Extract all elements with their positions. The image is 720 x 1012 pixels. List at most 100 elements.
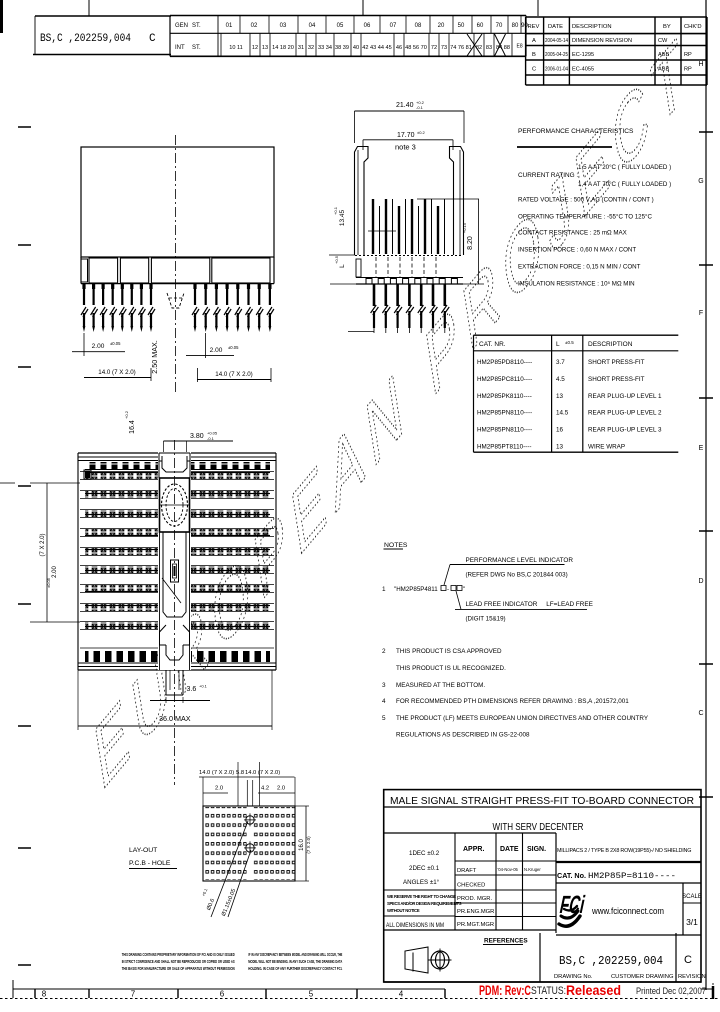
svg-text:+0.15: +0.15 [462,222,467,233]
svg-text:CONTACT RESISTANCE : 25 mΩ MAX: CONTACT RESISTANCE : 25 mΩ MAX [518,230,627,237]
svg-text:L: L [556,341,560,348]
svg-text:21.40: 21.40 [396,102,414,109]
svg-text:+0.1: +0.1 [199,684,208,689]
svg-text:3.7: 3.7 [556,359,565,366]
svg-text:H: H [698,61,703,68]
svg-text:13.45: 13.45 [339,209,346,226]
svg-text:4: 4 [382,698,386,705]
svg-text:N.Kruger: N.Kruger [524,867,541,872]
svg-text:DIMENSION REVISION: DIMENSION REVISION [572,38,632,44]
svg-text:HOLDING. IN CASE OF ANY FURTHE: HOLDING. IN CASE OF ANY FURTHER DISCREPA… [248,966,342,971]
svg-text:2.50 MAX.: 2.50 MAX. [150,340,159,374]
svg-text:04: 04 [309,23,316,29]
svg-text:THE PRODUCT (LF) MEETS EUROPEA: THE PRODUCT (LF) MEETS EUROPEAN UNION DI… [396,715,649,722]
svg-text:80: 80 [512,23,519,29]
svg-text:APPR.: APPR. [463,846,484,853]
svg-text:www.fciconnect.com: www.fciconnect.com [591,906,664,916]
svg-text:DRAWING No.: DRAWING No. [554,974,593,980]
svg-text:Ø0.6: Ø0.6 [206,898,216,911]
svg-text:DESCRIPTION: DESCRIPTION [572,24,612,30]
svg-text:4.5: 4.5 [556,376,565,383]
svg-text:2: 2 [382,648,386,655]
svg-text:"HM2P85P4811: "HM2P85P4811 [394,586,438,593]
svg-text:08: 08 [415,23,422,29]
svg-text:4: 4 [399,990,404,999]
svg-text:CHECKED: CHECKED [457,883,485,889]
svg-text:14.0 (7 X 2.0): 14.0 (7 X 2.0) [98,369,136,376]
svg-text:HM2P85PK8110----: HM2P85PK8110---- [477,393,532,400]
svg-text:82: 82 [476,45,482,51]
svg-text:32: 32 [308,45,314,51]
svg-text:WITHOUT NOTICE: WITHOUT NOTICE [387,908,420,913]
svg-text:6: 6 [220,990,225,999]
svg-text:3: 3 [382,682,386,689]
svg-text:17.70: 17.70 [397,132,415,139]
svg-text:SIGN.: SIGN. [527,846,546,853]
svg-text:THIS DRAWING CONTAINS PROPRIET: THIS DRAWING CONTAINS PROPRIETARY INFORM… [122,952,235,957]
svg-text:REAR PLUG-UP LEVEL 3: REAR PLUG-UP LEVEL 3 [588,427,662,434]
svg-text:THE BASIS FOR MANUFACTURE OR S: THE BASIS FOR MANUFACTURE OR SALE OF APP… [122,966,235,971]
svg-text:L: L [339,264,346,268]
svg-text:2004-05-14: 2004-05-14 [545,38,568,44]
svg-text:E: E [699,445,704,452]
svg-text:REAR PLUG-UP LEVEL 2: REAR PLUG-UP LEVEL 2 [588,410,662,417]
svg-text:14.5: 14.5 [556,410,569,417]
svg-text:P.C.B - HOLE: P.C.B - HOLE [129,860,171,867]
svg-text:46: 46 [396,45,402,51]
svg-text:+0.2: +0.2 [416,100,425,105]
svg-text:5: 5 [309,990,314,999]
svg-text:MEASURED AT THE BOTTOM.: MEASURED AT THE BOTTOM. [396,682,485,689]
svg-text:2.0: 2.0 [277,786,285,792]
svg-text:EC-1295: EC-1295 [572,52,594,58]
svg-text:90: 90 [521,23,528,29]
svg-text:E8: E8 [517,44,523,50]
svg-text:ABB: ABB [658,52,669,58]
svg-text:IN STRICT CONFIDENCE AND SHALL: IN STRICT CONFIDENCE AND SHALL NOT BE RE… [122,959,235,964]
svg-text:2DEC ±0.1: 2DEC ±0.1 [409,865,440,872]
svg-text:PERFORMANCE LEVEL INDICATOR: PERFORMANCE LEVEL INDICATOR [466,557,574,564]
svg-text:WITH SERV DECENTER: WITH SERV DECENTER [493,822,584,833]
svg-text:8.20: 8.20 [467,236,474,250]
svg-text:LEAD FREE INDICATOR LF=LEA: LEAD FREE INDICATOR LF=LEAD FREE [466,601,593,608]
svg-text:14.0 (7 X 2.0): 14.0 (7 X 2.0) [215,371,253,378]
svg-text:60: 60 [477,23,484,29]
svg-text:HM2P85PD8110----: HM2P85PD8110---- [477,359,532,366]
svg-text:INT: INT [175,45,185,51]
svg-text:F: F [699,310,703,317]
svg-text:THIS PRODUCT IS UL RECOGNIZED.: THIS PRODUCT IS UL RECOGNIZED. [396,665,506,672]
svg-text:(REFER DWG No BS,C 201844 00: (REFER DWG No BS,C 201844 003) [466,572,568,579]
svg-text:WE RESERVE THE RIGHT TO CHANGE: WE RESERVE THE RIGHT TO CHANGE [387,894,456,899]
svg-text:HM2P85PC8110----: HM2P85PC8110---- [477,376,532,383]
svg-text:12: 12 [252,45,258,51]
svg-text:ABB: ABB [658,67,669,73]
svg-text:PROD. MGR.: PROD. MGR. [457,896,492,902]
svg-text:ST.: ST. [192,45,201,51]
svg-text:CHK'D: CHK'D [684,24,702,30]
svg-text:07: 07 [390,23,397,29]
svg-text:-: - [447,586,449,593]
svg-text:3.6: 3.6 [187,686,197,693]
svg-text:Printed Dec 02,2007: Printed Dec 02,2007 [636,986,706,997]
svg-text:PR.MGT.MGR: PR.MGT.MGR [457,922,494,928]
svg-text:OPERATING TEMPERATURE : -55°C: OPERATING TEMPERATURE : -55°C TO 125°C [518,214,653,221]
svg-text:2.00: 2.00 [52,566,58,578]
svg-text:3.80: 3.80 [190,433,204,440]
svg-text:PERFORMANCE CHARACTERISTICS: PERFORMANCE CHARACTERISTICS [518,128,634,135]
svg-text:ST.: ST. [192,23,201,29]
svg-text:BY: BY [663,24,671,30]
svg-text:C: C [149,33,156,45]
svg-text:±0.05: ±0.05 [110,341,121,346]
svg-text:02: 02 [251,23,258,29]
svg-text:": " [463,586,465,593]
svg-text:84 88: 84 88 [496,45,510,51]
svg-text:14.0 (7 X 2.0): 14.0 (7 X 2.0) [245,770,280,776]
svg-text:16.4: 16.4 [129,420,136,434]
svg-text:2006-01-04: 2006-01-04 [545,67,568,73]
svg-text:DATE: DATE [548,24,563,30]
svg-text:2005-04-25: 2005-04-25 [545,52,568,58]
svg-text:MILLIPACS 2 / TYPE B 2X8 ROW(1: MILLIPACS 2 / TYPE B 2X8 ROW(19P55)-/ NO… [557,848,691,854]
svg-text:D: D [698,578,703,585]
svg-text:+0.1: +0.1 [201,887,209,897]
svg-text:7: 7 [131,990,136,999]
svg-text:HM2P85P=8110----: HM2P85P=8110---- [588,871,676,881]
